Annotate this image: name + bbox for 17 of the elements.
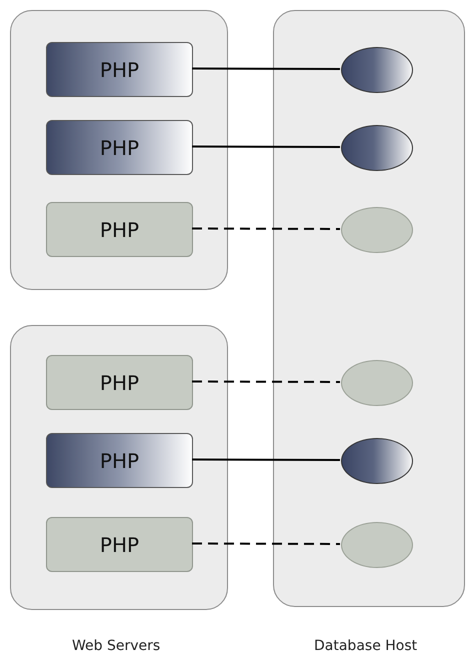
dashed-connector bbox=[192, 380, 340, 383]
php-box: PHP bbox=[46, 355, 193, 410]
connector-line bbox=[192, 146, 340, 148]
panel-caption: Web Servers bbox=[72, 638, 160, 654]
php-box: PHP bbox=[46, 42, 193, 97]
php-box: PHP bbox=[46, 202, 193, 257]
server-panel bbox=[273, 10, 465, 607]
panel-caption: Database Host bbox=[314, 638, 418, 654]
php-box: PHP bbox=[46, 517, 193, 572]
connector-line bbox=[192, 458, 340, 461]
connector-line bbox=[192, 68, 340, 70]
php-box: PHP bbox=[46, 433, 193, 488]
php-box: PHP bbox=[46, 120, 193, 175]
dashed-connector bbox=[192, 542, 340, 545]
server-panel bbox=[10, 325, 228, 610]
server-panel bbox=[10, 10, 228, 290]
dashed-connector bbox=[192, 228, 340, 230]
